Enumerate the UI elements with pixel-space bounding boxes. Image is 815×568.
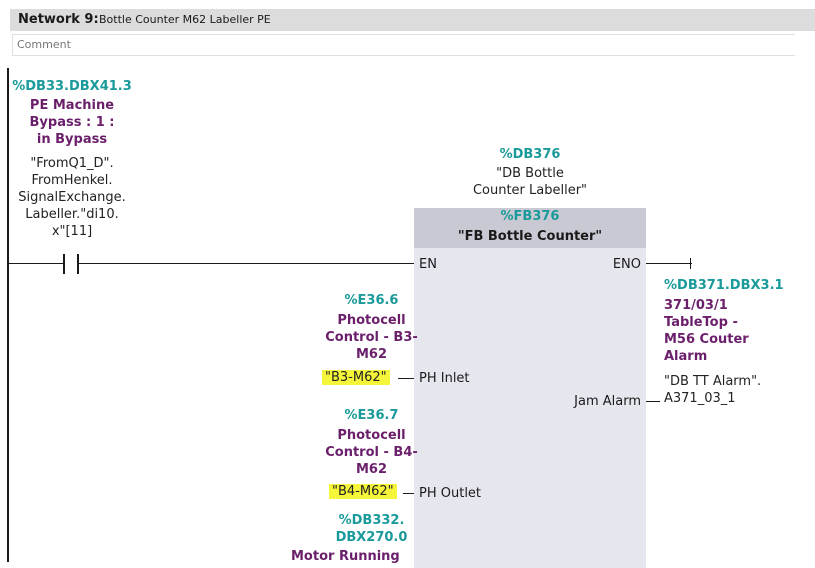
instance-db-name-line: Counter Labeller"	[472, 183, 588, 198]
instance-db-name[interactable]: "DB Bottle Counter Labeller"	[440, 165, 620, 199]
contact-comment-line: Bypass : 1 :	[29, 115, 115, 130]
power-rail	[7, 68, 9, 562]
outlet-tag[interactable]: "B4-M62"	[329, 484, 397, 499]
jam-output-tag-line: A371_03_1	[664, 391, 736, 406]
inlet-wire	[398, 378, 414, 379]
contact-address: %DB33.DBX41.3	[12, 79, 132, 94]
motor-address: %DB332. DBX270.0	[300, 512, 443, 546]
contact-comment-line: PE Machine	[29, 98, 115, 113]
function-block-name: "FB Bottle Counter"	[457, 229, 603, 244]
jam-output-comment: 371/03/1 TableTop - M56 Couter Alarm	[664, 297, 749, 365]
jam-output-comment-line: M56 Couter	[664, 332, 749, 347]
outlet-wire	[403, 493, 414, 494]
function-block-header[interactable]: %FB376 "FB Bottle Counter"	[414, 208, 646, 248]
contact-tag-line: "FromQ1_D".	[30, 156, 114, 171]
jam-output-comment-line: Alarm	[664, 349, 708, 364]
contact-tag-line: SignalExchange.	[18, 190, 126, 205]
jam-output-comment-line: 371/03/1	[664, 298, 728, 313]
jam-output-tag-line: "DB TT Alarm".	[664, 374, 762, 389]
inlet-comment-line: M62	[355, 347, 388, 362]
inlet-address: %E36.6	[344, 293, 399, 308]
rung-wire-mid	[79, 263, 414, 264]
function-block-address: %FB376	[500, 209, 560, 224]
contact-tag-line: Labeller."di10.	[25, 207, 119, 222]
contact-tag-line: FromHenkel.	[31, 173, 113, 188]
rung-wire-left	[9, 263, 64, 264]
eno-wire	[646, 263, 692, 264]
outlet-comment-line: Control - B4-	[325, 445, 418, 460]
jam-output-comment-line: TableTop -	[664, 315, 738, 330]
network-comment-field[interactable]: Comment	[12, 34, 795, 56]
pin-en: EN	[419, 257, 437, 272]
inlet-tag[interactable]: "B3-M62"	[322, 370, 390, 385]
pin-ph-outlet: PH Outlet	[419, 486, 482, 501]
network-header[interactable]: Network 9: Bottle Counter M62 Labeller P…	[10, 9, 815, 31]
inlet-comment: Photocell Control - B3- M62	[300, 312, 443, 363]
motor-comment: Motor Running	[291, 549, 400, 564]
jam-alarm-wire	[646, 401, 660, 402]
jam-output-address: %DB371.DBX3.1	[664, 278, 784, 293]
motor-address-line: %DB332.	[338, 513, 405, 528]
pin-eno: ENO	[612, 257, 641, 272]
outlet-address: %E36.7	[344, 408, 399, 423]
network-title[interactable]: Bottle Counter M62 Labeller PE	[99, 13, 271, 26]
contact-tag-line: x"[11]	[51, 224, 93, 239]
instance-db-name-line: "DB Bottle	[496, 166, 564, 181]
function-block-box[interactable]: %FB376 "FB Bottle Counter" EN ENO PH Inl…	[414, 208, 646, 568]
instance-db-address: %DB376	[499, 147, 561, 162]
comment-placeholder: Comment	[17, 38, 71, 51]
eno-wire-end	[690, 258, 691, 269]
inlet-comment-line: Photocell	[337, 313, 406, 328]
pin-jam-alarm: Jam Alarm	[574, 394, 641, 409]
no-contact-right-bar[interactable]	[77, 254, 79, 274]
inlet-comment-line: Control - B3-	[325, 330, 418, 345]
pin-ph-inlet: PH Inlet	[419, 371, 470, 386]
motor-address-line: DBX270.0	[335, 530, 408, 545]
jam-output-tag[interactable]: "DB TT Alarm". A371_03_1	[664, 373, 761, 407]
contact-tag[interactable]: "FromQ1_D". FromHenkel. SignalExchange. …	[10, 155, 134, 240]
contact-comment-line: in Bypass	[36, 132, 108, 147]
outlet-comment-line: M62	[355, 462, 388, 477]
no-contact-left-bar[interactable]	[63, 254, 65, 274]
outlet-comment: Photocell Control - B4- M62	[300, 427, 443, 478]
network-label: Network 9:	[18, 12, 99, 27]
contact-comment: PE Machine Bypass : 1 : in Bypass	[10, 97, 134, 148]
outlet-comment-line: Photocell	[337, 428, 406, 443]
